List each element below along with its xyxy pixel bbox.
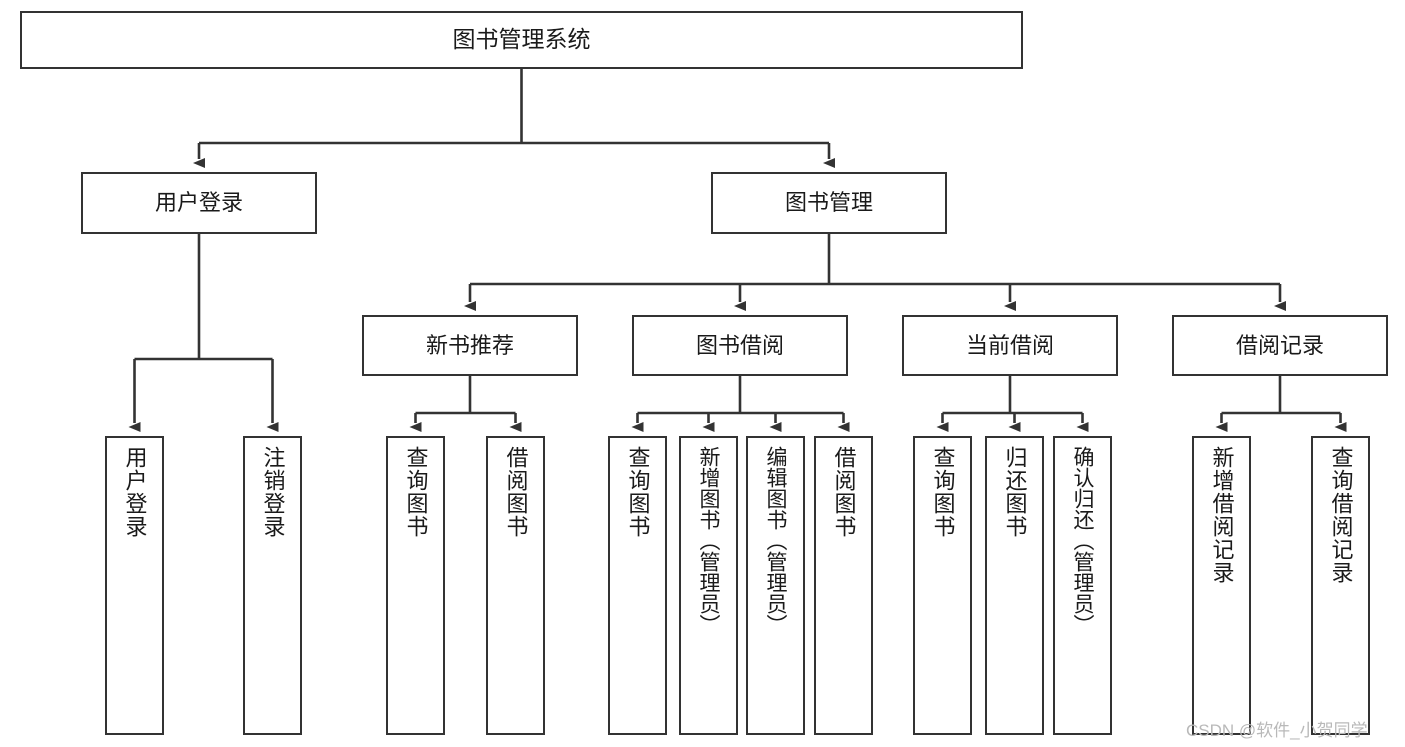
- node-label: 图书管理系统: [452, 26, 591, 53]
- edge-bus-current: [942, 376, 1083, 415]
- node-label: 借阅记录: [1235, 332, 1324, 358]
- node-leaf6[interactable]: 新增图书（管理员）: [679, 436, 738, 735]
- node-label: 用户登录: [154, 190, 243, 216]
- node-label: 查询图书: [403, 446, 429, 538]
- node-label: 新增图书（管理员）: [697, 446, 720, 635]
- node-label: 新书推荐: [425, 332, 514, 358]
- node-borrow[interactable]: 图书借阅: [632, 315, 848, 376]
- node-leaf10[interactable]: 归还图书: [985, 436, 1044, 735]
- node-leaf3[interactable]: 查询图书: [386, 436, 445, 735]
- node-leaf2[interactable]: 注销登录: [243, 436, 302, 735]
- node-label: 查询借阅记录: [1328, 446, 1354, 584]
- node-leaf12[interactable]: 新增借阅记录: [1192, 436, 1251, 735]
- node-label: 注销登录: [260, 446, 286, 538]
- node-label: 用户登录: [122, 446, 148, 538]
- node-label: 查询图书: [625, 446, 651, 538]
- edge-bus-root: [199, 69, 829, 145]
- node-label: 图书借阅: [695, 332, 784, 358]
- node-label: 借阅图书: [503, 446, 529, 538]
- edge-bus-records: [1221, 376, 1341, 415]
- node-leaf7[interactable]: 编辑图书（管理员）: [746, 436, 805, 735]
- node-leaf9[interactable]: 查询图书: [913, 436, 972, 735]
- node-current[interactable]: 当前借阅: [902, 315, 1118, 376]
- node-label: 借阅图书: [831, 446, 857, 538]
- node-root[interactable]: 图书管理系统: [20, 11, 1023, 69]
- edge-bus-login: [134, 234, 273, 361]
- edge-bus-bookmgmt: [470, 234, 1280, 286]
- node-newbook[interactable]: 新书推荐: [362, 315, 578, 376]
- edge-bus-borrow: [637, 376, 844, 415]
- node-login[interactable]: 用户登录: [81, 172, 317, 234]
- node-leaf1[interactable]: 用户登录: [105, 436, 164, 735]
- node-label: 图书管理: [784, 190, 873, 216]
- edge-bus-newbook: [415, 376, 516, 415]
- node-label: 编辑图书（管理员）: [764, 446, 787, 635]
- node-leaf5[interactable]: 查询图书: [608, 436, 667, 735]
- node-label: 查询图书: [930, 446, 956, 538]
- node-leaf8[interactable]: 借阅图书: [814, 436, 873, 735]
- node-records[interactable]: 借阅记录: [1172, 315, 1388, 376]
- watermark-text: CSDN @软件_小贺同学: [1186, 721, 1368, 740]
- node-leaf4[interactable]: 借阅图书: [486, 436, 545, 735]
- node-bookmgmt[interactable]: 图书管理: [711, 172, 947, 234]
- node-leaf13[interactable]: 查询借阅记录: [1311, 436, 1370, 735]
- node-leaf11[interactable]: 确认归还（管理员）: [1053, 436, 1112, 735]
- node-label: 当前借阅: [965, 332, 1054, 358]
- node-label: 新增借阅记录: [1209, 446, 1235, 584]
- node-label: 确认归还（管理员）: [1071, 446, 1094, 635]
- node-label: 归还图书: [1002, 446, 1028, 538]
